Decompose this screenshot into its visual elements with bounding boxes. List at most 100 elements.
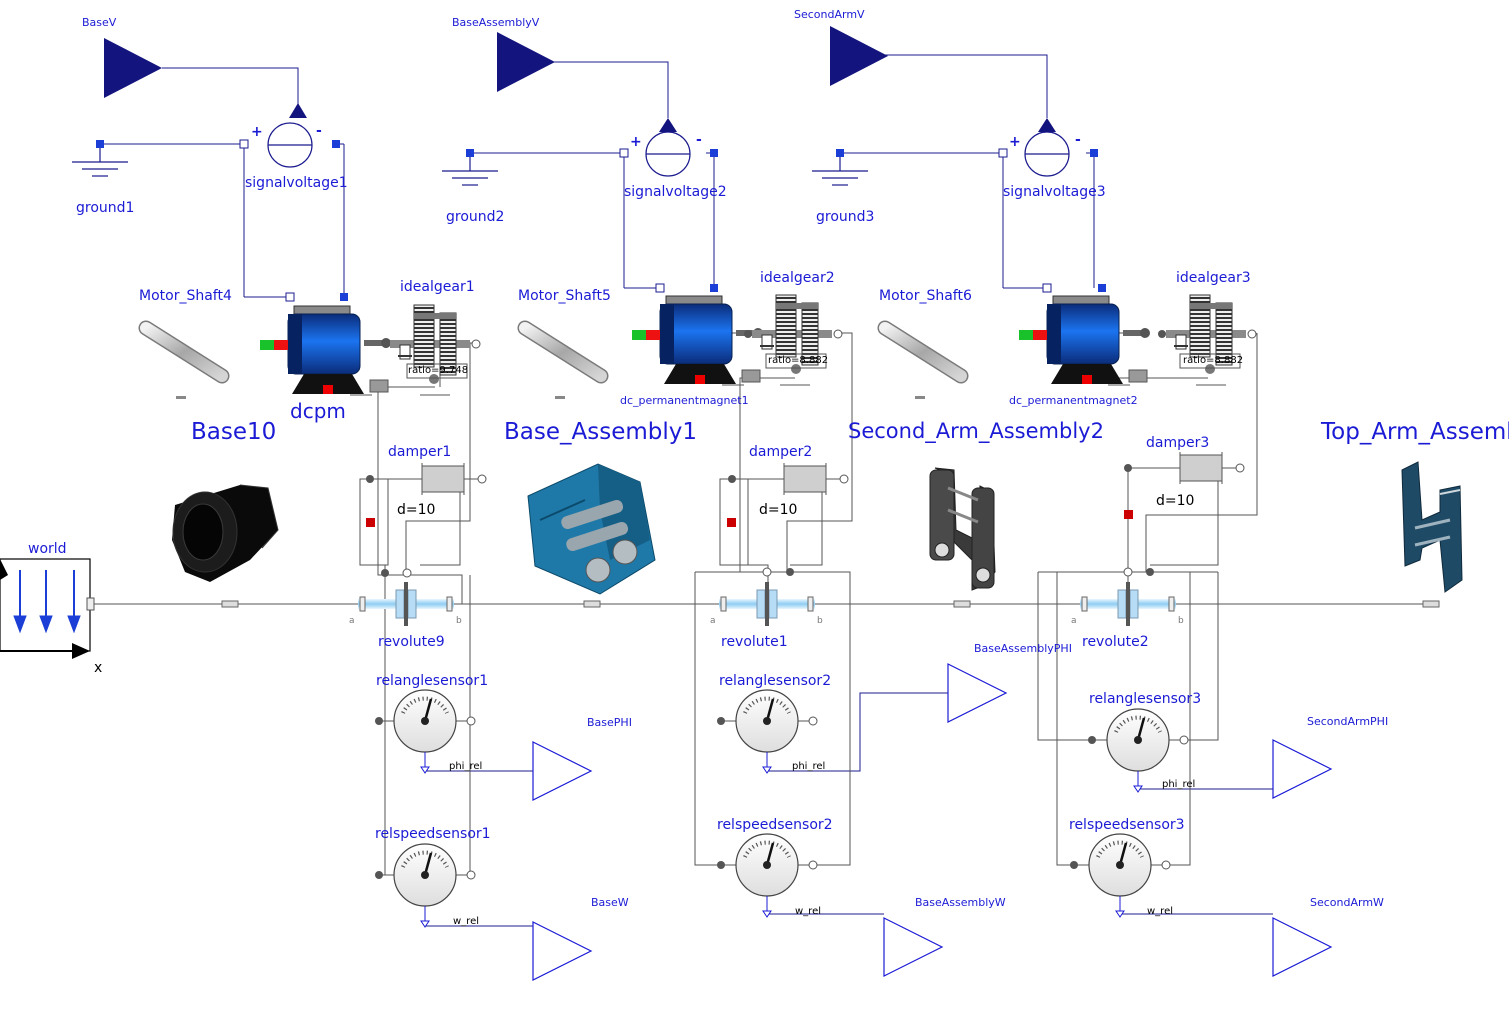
revolute-pin-b-1: b <box>456 616 462 626</box>
motor-shaft-label-3: Motor_Shaft6 <box>879 288 972 304</box>
motor-dc-permanentmagnet2[interactable] <box>1018 295 1151 385</box>
gear-ratio-1: ratio=9.748 <box>408 365 469 376</box>
world-label: world <box>28 541 67 557</box>
component-title-top-arm: Top_Arm_Assemb <box>1321 419 1509 445</box>
w-rel-label-1: w_rel <box>453 916 480 927</box>
output-triangle-basephi[interactable] <box>532 741 592 801</box>
motor-label-3: dc_permanentmagnet2 <box>1009 394 1138 407</box>
w-rel-label-2: w_rel <box>795 906 822 917</box>
revolute-label-2: revolute1 <box>721 634 788 650</box>
damping-value-1: d=10 <box>397 502 436 518</box>
minus-sign-3: - <box>1075 132 1081 148</box>
base-part-image[interactable] <box>172 484 279 582</box>
source-label-2: BaseAssemblyV <box>452 16 540 29</box>
signalvoltage-label-1: signalvoltage1 <box>245 175 348 191</box>
signalvoltage-arrows <box>289 103 1056 132</box>
output-triangle-baseassemblyphi[interactable] <box>947 663 1007 723</box>
relspeedsensor-gauge-3[interactable] <box>1068 832 1172 919</box>
relspeedsensor-label-1: relspeedsensor1 <box>375 826 491 842</box>
plus-sign-3: + <box>1009 134 1021 150</box>
ground-symbol-1[interactable] <box>71 139 129 177</box>
output-label-baseassemblyphi: BaseAssemblyPHI <box>974 642 1072 655</box>
revolute-joint-3[interactable] <box>1079 581 1177 627</box>
source-label-3: SecondArmV <box>794 8 865 21</box>
revolute-pin-b-2: b <box>817 616 823 626</box>
phi-rel-label-2: phi_rel <box>792 761 826 772</box>
idealgear-label-2: idealgear2 <box>760 270 835 286</box>
damper-frames <box>359 478 749 566</box>
motor-shaft-label-1: Motor_Shaft4 <box>139 288 232 304</box>
relspeedsensor-label-2: relspeedsensor2 <box>717 817 833 833</box>
minus-sign-1: - <box>316 123 322 139</box>
output-label-basephi: BasePHI <box>587 716 632 729</box>
output-triangle-baseassemblyw[interactable] <box>883 917 943 977</box>
world-x-axis-label: x <box>94 660 103 676</box>
top-arm-part-image[interactable] <box>1401 461 1463 593</box>
motor-dc-permanentmagnet1[interactable] <box>631 295 764 385</box>
revolute-pin-a-2: a <box>710 616 716 626</box>
relanglesensor-label-1: relanglesensor1 <box>376 673 489 689</box>
relspeedsensor-gauge-2[interactable] <box>715 832 819 919</box>
signal-wires <box>100 54 1273 927</box>
output-label-baseassemblyw: BaseAssemblyW <box>915 896 1006 909</box>
axis-segment-markers <box>221 600 1440 608</box>
w-rel-label-3: w_rel <box>1147 906 1174 917</box>
phi-rel-label-1: phi_rel <box>449 761 483 772</box>
signalvoltage-label-2: signalvoltage2 <box>624 184 727 200</box>
damper-label-3: damper3 <box>1146 435 1210 451</box>
minus-sign-2: - <box>696 132 702 148</box>
component-title-second-arm: Second_Arm_Assembly2 <box>848 419 1104 443</box>
phi-rel-label-3: phi_rel <box>1162 779 1196 790</box>
source-triangle-2[interactable] <box>497 32 555 92</box>
output-label-secondarmphi: SecondArmPHI <box>1307 715 1389 728</box>
ground-symbol-3[interactable] <box>811 148 869 186</box>
plus-sign-2: + <box>630 134 642 150</box>
ground-label-1: ground1 <box>76 200 135 216</box>
damper-label-2: damper2 <box>749 444 813 460</box>
damping-value-3: d=10 <box>1156 493 1195 509</box>
motor-label-2: dc_permanentmagnet1 <box>620 394 749 407</box>
world-frame[interactable] <box>0 558 95 659</box>
output-triangle-basew[interactable] <box>532 921 592 981</box>
revolute-pin-b-3: b <box>1178 616 1184 626</box>
motor-label-dcpm: dcpm <box>290 399 346 423</box>
relspeedsensor-gauge-1[interactable] <box>373 842 477 929</box>
plus-sign-1: + <box>251 124 263 140</box>
motor-dcpm[interactable] <box>259 305 392 395</box>
output-triangle-secondarmw[interactable] <box>1272 917 1332 977</box>
ground-symbol-2[interactable] <box>441 148 499 186</box>
signalvoltage-symbols[interactable] <box>267 122 1070 177</box>
relanglesensor-label-3: relanglesensor3 <box>1089 691 1202 707</box>
motor-shaft-icon-3[interactable] <box>885 328 961 376</box>
motor-shaft-label-2: Motor_Shaft5 <box>518 288 611 304</box>
damper-symbol-3[interactable] <box>1123 451 1245 485</box>
gear-ratio-3: ratio=8.882 <box>1183 355 1244 366</box>
component-title-base10: Base10 <box>191 419 277 445</box>
revolute-pin-a-1: a <box>349 616 355 626</box>
relspeedsensor-label-3: relspeedsensor3 <box>1069 817 1185 833</box>
source-triangle-3[interactable] <box>830 26 888 86</box>
revolute-label-3: revolute2 <box>1082 634 1149 650</box>
base-assembly-part-image[interactable] <box>527 463 656 595</box>
motor-shaft-icon-2[interactable] <box>525 328 601 376</box>
ratio-boxes <box>406 353 1241 379</box>
idealgear-label-3: idealgear3 <box>1176 270 1251 286</box>
source-triangle-1[interactable] <box>104 38 162 98</box>
output-label-secondarmw: SecondArmW <box>1310 896 1384 909</box>
output-triangle-secondarmphi[interactable] <box>1272 739 1332 799</box>
source-label-1: BaseV <box>82 16 117 29</box>
revolute-top-pins <box>381 567 1154 578</box>
revolute-joint-2[interactable] <box>718 581 816 627</box>
signalvoltage-label-3: signalvoltage3 <box>1003 184 1106 200</box>
output-label-basew: BaseW <box>591 896 629 909</box>
component-title-base-assembly1: Base_Assembly1 <box>504 419 697 445</box>
revolute-pin-a-3: a <box>1071 616 1077 626</box>
revolute-joint-1[interactable] <box>357 581 455 627</box>
motor-shaft-icon-1[interactable] <box>146 328 222 376</box>
gear-ratio-2: ratio=8.882 <box>768 355 829 366</box>
relanglesensor-label-2: relanglesensor2 <box>719 673 832 689</box>
electrical-pins <box>239 139 1106 302</box>
idealgear-label-1: idealgear1 <box>400 279 475 295</box>
second-arm-part-image[interactable] <box>929 467 996 591</box>
ground-label-2: ground2 <box>446 209 505 225</box>
